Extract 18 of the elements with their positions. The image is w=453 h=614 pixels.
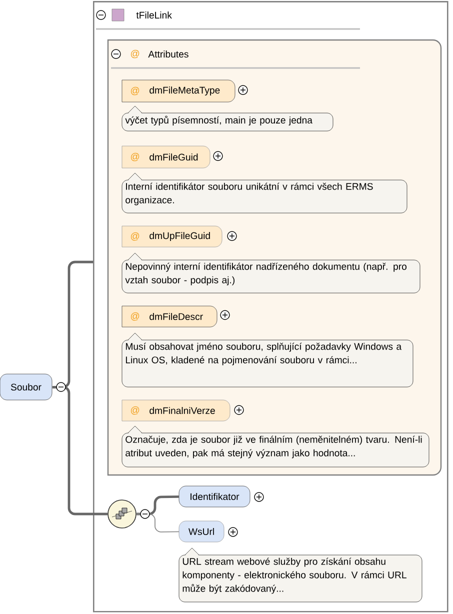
attribute-box: @ dmUpFileGuid	[122, 226, 222, 248]
attribute-box: @ dmFileMetaType	[122, 80, 236, 102]
documentation-callout: výčet typů písemností, main je pouze jedna	[122, 106, 334, 132]
documentation-callout: URL stream webové služby pro získání obsahu komponenty - elektronického souboru. V rámci URL může být zakódovaný...	[178, 548, 422, 602]
connector-line	[136, 496, 180, 516]
element-box: Soubor	[0, 374, 52, 400]
connector-line	[136, 514, 180, 532]
element-box: WsUrl	[178, 520, 224, 542]
documentation-callout: Označuje, zda je soubor již ve finálním (neměnitelném) tvaru. Není-li atribut uveden, pak má stejný význam jako hodnota...	[122, 426, 430, 468]
documentation-callout: Nepovinný interní identifikátor nadřízeného dokumentu (např. pro vztah soubor - podpis aj.)	[122, 252, 420, 294]
sequence-compositor	[108, 500, 136, 528]
element-box: Identifikator	[178, 486, 250, 508]
attribute-box: @ dmFileGuid	[122, 146, 210, 168]
documentation-callout: Interní identifikátor souboru unikátní v rámci všech ERMS organizace.	[122, 172, 408, 214]
attribute-box: @ dmFileDescr	[122, 306, 218, 328]
documentation-callout: Musí obsahovat jméno souboru, splňující požadavky Windows a Linux OS, kladené na pojmenování souboru v rámci...	[122, 332, 414, 388]
attribute-box: @ dmFinalniVerze	[122, 400, 230, 422]
connector-line	[52, 386, 108, 516]
